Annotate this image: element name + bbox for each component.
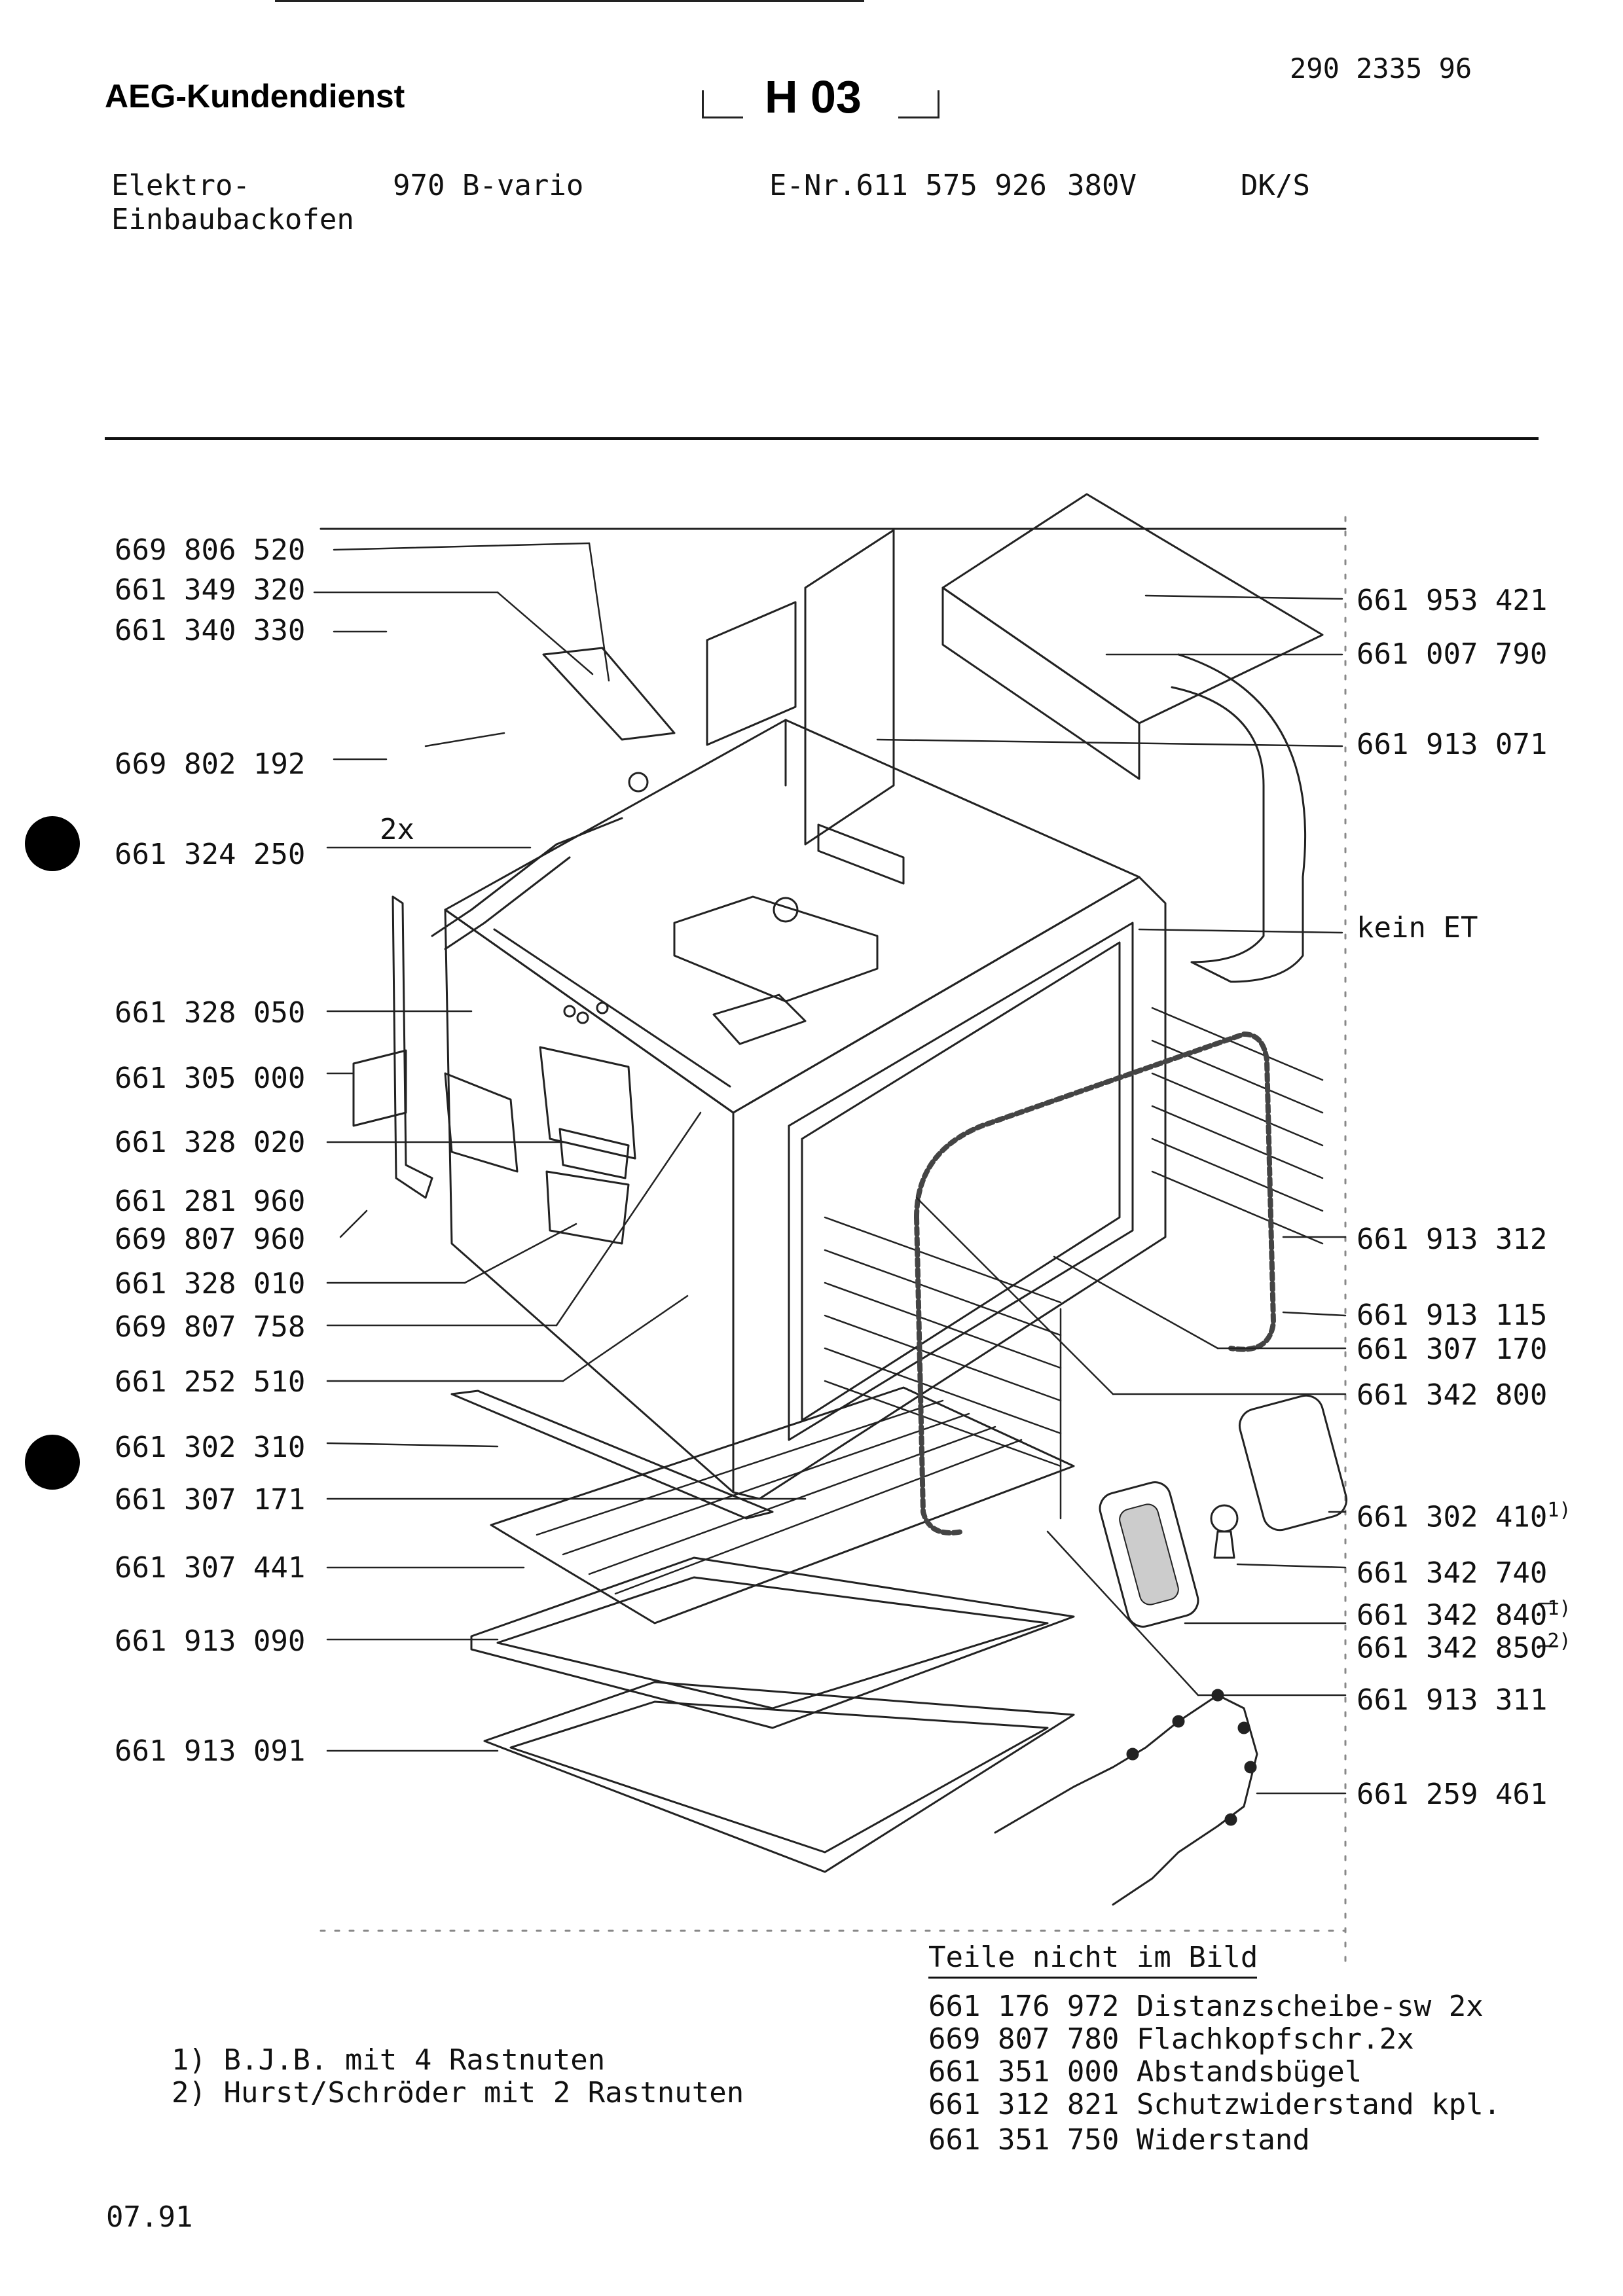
document-date: 07.91 xyxy=(106,2200,193,2234)
top-edge-line xyxy=(275,0,864,2)
e-number: E-Nr.611 575 926 xyxy=(769,169,1047,202)
right-part-label-11: 661 342 8401) xyxy=(1357,1597,1571,1632)
footnote-1: 1) B.J.B. mit 4 Rastnuten xyxy=(172,2043,606,2077)
parts-not-shown-title: Teile nicht im Bild xyxy=(928,1941,1258,1974)
right-part-label-7: 661 307 170 xyxy=(1357,1333,1548,1366)
left-part-label-2: 661 349 320 xyxy=(115,573,306,607)
right-part-label-14: 661 259 461 xyxy=(1357,1778,1548,1811)
right-part-label-4: kein ET xyxy=(1357,911,1478,944)
right-part-label-10: 661 342 740 xyxy=(1357,1556,1548,1590)
sheet-code: H 03 xyxy=(765,71,862,122)
left-part-label-15: 661 307 171 xyxy=(115,1483,306,1516)
document-number: 290 2335 96 xyxy=(1290,52,1472,84)
left-part-label-8: 661 328 020 xyxy=(115,1126,306,1159)
parts-not-shown-item: 661 176 972 Distanzscheibe-sw 2x xyxy=(928,1990,1484,2023)
left-part-label-6: 661 328 050 xyxy=(115,996,306,1030)
left-part-label-4: 669 802 192 xyxy=(115,747,306,781)
code-bracket-right xyxy=(898,90,939,118)
change-marker-bullet xyxy=(25,1435,80,1490)
left-part-label-7: 661 305 000 xyxy=(115,1062,306,1095)
parts-not-shown-item: 661 351 000 Abstandsbügel xyxy=(928,2055,1362,2089)
footnote-ref: 1) xyxy=(1547,1597,1571,1620)
right-part-label-3: 661 913 071 xyxy=(1357,728,1548,761)
code-bracket-left xyxy=(702,90,743,118)
left-part-label-12: 669 807 758 xyxy=(115,1310,306,1344)
product-type-line1: Elektro- xyxy=(111,169,250,202)
product-type-line2: Einbaubackofen xyxy=(111,203,354,236)
footnote-ref: 2) xyxy=(1547,1630,1571,1653)
parts-not-shown-underline xyxy=(928,1977,1257,1979)
left-part-label-11: 661 328 010 xyxy=(115,1267,306,1300)
header-rule xyxy=(105,437,1539,440)
left-part-label-5: 661 324 250 xyxy=(115,838,306,871)
right-part-label-6: 661 913 115 xyxy=(1357,1299,1548,1332)
right-part-label-13: 661 913 311 xyxy=(1357,1683,1548,1717)
right-part-number: 661 342 850 xyxy=(1357,1631,1548,1665)
right-part-label-1: 661 953 421 xyxy=(1357,584,1548,617)
right-part-label-2: 661 007 790 xyxy=(1357,637,1548,671)
model-name: 970 B-vario xyxy=(393,169,584,202)
left-part-label-16: 661 307 441 xyxy=(115,1551,306,1585)
right-part-label-9: 661 302 4101) xyxy=(1357,1499,1571,1534)
right-part-number: 661 302 410 xyxy=(1357,1500,1548,1534)
footnote-2: 2) Hurst/Schröder mit 2 Rastnuten xyxy=(172,2076,744,2109)
left-part-label-17: 661 913 090 xyxy=(115,1624,306,1658)
left-part-label-1: 669 806 520 xyxy=(115,533,306,567)
parts-not-shown-item: 661 312 821 Schutzwiderstand kpl. xyxy=(928,2088,1501,2121)
right-part-label-8: 661 342 800 xyxy=(1357,1378,1548,1412)
left-part-label-18: 661 913 091 xyxy=(115,1734,306,1768)
left-part-label-10: 669 807 960 xyxy=(115,1223,306,1256)
voltage: 380V xyxy=(1067,169,1137,202)
footnote-ref: 1) xyxy=(1547,1499,1571,1522)
parts-not-shown-item: 661 351 750 Widerstand xyxy=(928,2123,1310,2157)
parts-not-shown-item: 669 807 780 Flachkopfschr.2x xyxy=(928,2022,1414,2056)
quantity-note: 2x xyxy=(380,813,414,846)
left-part-label-3: 661 340 330 xyxy=(115,614,306,647)
left-part-label-9: 661 281 960 xyxy=(115,1185,306,1218)
brand-title: AEG-Kundendienst xyxy=(105,78,405,115)
left-part-label-13: 661 252 510 xyxy=(115,1365,306,1399)
right-part-label-12: 661 342 8502) xyxy=(1357,1630,1571,1665)
left-part-label-14: 661 302 310 xyxy=(115,1431,306,1464)
right-part-label-5: 661 913 312 xyxy=(1357,1223,1548,1256)
right-part-number: 661 342 840 xyxy=(1357,1598,1548,1632)
change-marker-bullet xyxy=(25,816,80,871)
market-code: DK/S xyxy=(1241,169,1310,202)
